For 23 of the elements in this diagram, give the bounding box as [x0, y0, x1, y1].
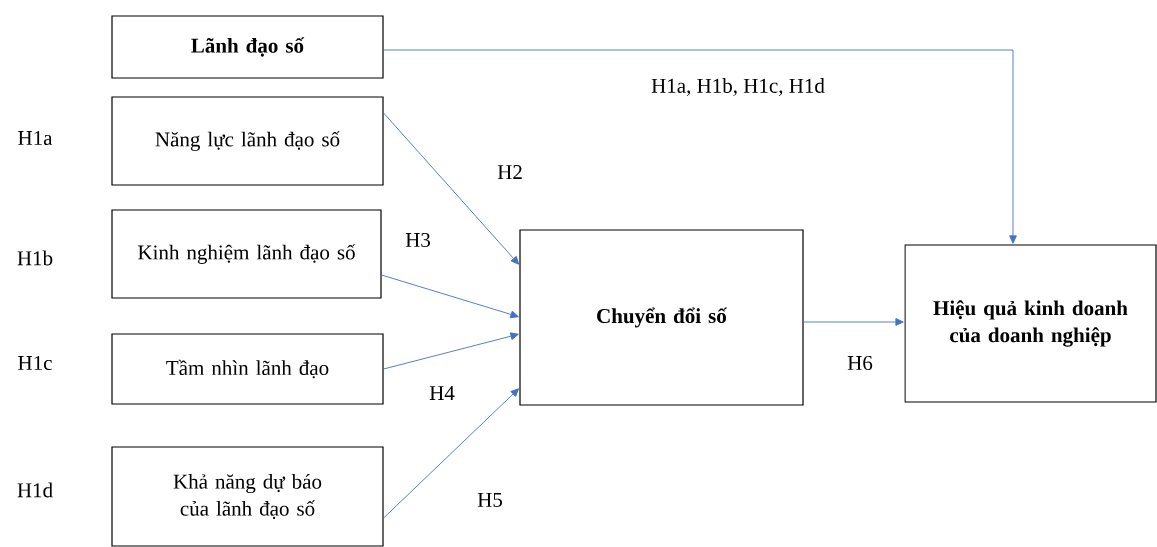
arrow [383, 332, 519, 370]
edge-label: H2 [496, 164, 524, 180]
concept-box: Kinh nghiệm lãnh đạo số [111, 209, 382, 299]
arrow [383, 49, 1017, 244]
edge-label: H1a, H1b, H1c, H1d [650, 77, 826, 97]
concept-box: Chuyển đổi số [519, 229, 804, 406]
arrow [381, 274, 519, 319]
hypothesis-label: H1d [17, 482, 53, 498]
concept-box: Tầm nhìn lãnh đạo [111, 333, 384, 405]
edge-label: H5 [476, 492, 504, 508]
hypothesis-label: H1c [18, 355, 52, 371]
concept-box: Lãnh đạo số [111, 15, 384, 79]
concept-box: Hiệu quả kinh doanh của doanh nghiệp [904, 244, 1157, 403]
hypothesis-label: H1b [17, 250, 53, 266]
hypothesis-label: H1a [18, 130, 53, 146]
concept-box: Khả năng dự báo của lãnh đạo số [111, 446, 384, 547]
edge-label: H4 [428, 385, 456, 401]
concept-box: Năng lực lãnh đạo số [111, 96, 384, 186]
arrow [383, 112, 520, 265]
arrow [803, 318, 904, 326]
edge-label: H6 [846, 354, 874, 372]
edge-label: H3 [404, 231, 432, 249]
arrow [383, 388, 520, 519]
